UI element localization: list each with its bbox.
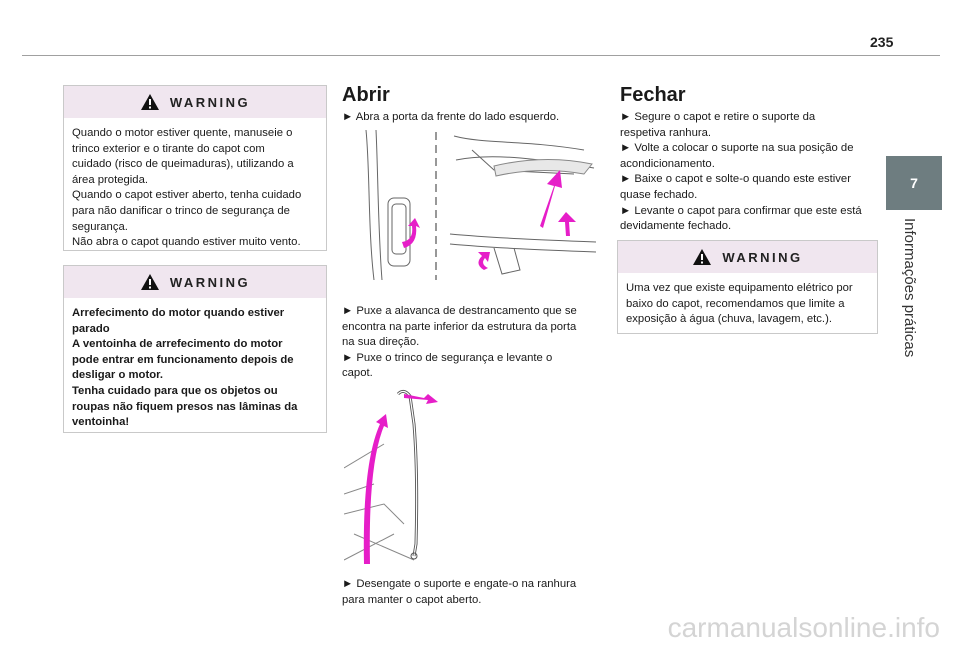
text-line: ► Abra a porta da frente do lado esquerd… [342, 111, 560, 123]
text-line: Arrefecimento do motor quando estiver [72, 307, 285, 319]
hood-prop-rod-illustration [344, 389, 438, 564]
text-line: segurança. [72, 220, 128, 233]
text-line: ► Puxe o trinco de segurança e levante o [342, 351, 553, 364]
warning-heading: WARNING [169, 274, 251, 290]
hood-release-illustration [365, 130, 596, 280]
open-title: Abrir [342, 84, 390, 106]
text-line: para não danificar o trinco de segurança… [72, 204, 290, 217]
text-line: roupas não fiquem presos nas lâminas da [72, 400, 298, 413]
text-line: quase fechado. [620, 188, 698, 201]
text-line: para manter o capot aberto. [342, 593, 482, 606]
warning-heading: WARNING [169, 94, 251, 110]
text-line: ventoinha! [72, 416, 130, 429]
open-step-3: ► Desengate o suporte e engate-o na ranh… [342, 577, 596, 608]
text-line: Quando o motor estiver quente, manuseie … [72, 127, 293, 139]
text-line: parado [72, 322, 110, 335]
text-line: ► Puxe a alavanca de destrancamento que … [342, 305, 577, 317]
text-line: ► Levante o capot para confirmar que est… [620, 204, 862, 217]
chapter-tab[interactable]: 7 [886, 156, 942, 210]
warning-triangle-icon [140, 94, 159, 110]
open-step-2: ► Puxe a alavanca de destrancamento que … [342, 304, 596, 382]
warning-text: Quando o motor estiver quente, manuseie … [64, 118, 326, 257]
text-line: devidamente fechado. [620, 220, 732, 233]
text-line: Não abra o capot quando estiver muito ve… [72, 236, 301, 249]
text-line: na sua direção. [342, 336, 420, 349]
watermark: carmanualsonline.info [667, 612, 940, 643]
text-line: pode entrar em funcionamento depois de [72, 353, 294, 366]
warning-text: Uma vez que existe equipamento elétrico … [618, 273, 877, 334]
warning-hot-engine: WARNING Quando o motor estiver quente, m… [63, 85, 327, 251]
warning-heading: WARNING [722, 249, 803, 265]
close-steps: ► Segure o capot e retire o suporte da r… [620, 110, 878, 235]
warning-electrical: WARNING Uma vez que existe equipamento e… [617, 240, 878, 334]
warning-cooling-fan: WARNING Arrefecimento do motor quando es… [63, 265, 327, 433]
warning-header: WARNING [618, 241, 877, 273]
warning-header: WARNING [64, 86, 326, 118]
text-line: Quando o capot estiver aberto, tenha cui… [72, 189, 302, 202]
close-title: Fechar [620, 84, 686, 106]
text-line: A ventoinha de arrefecimento do motor [72, 338, 283, 351]
warning-triangle-icon [693, 249, 712, 265]
open-step-1: ► Abra a porta da frente do lado esquerd… [342, 110, 592, 126]
page-number: 235 [870, 34, 894, 50]
text-line: capot. [342, 367, 373, 380]
text-line: encontra na parte inferior da estrutura … [342, 320, 577, 333]
chapter-title: Informações práticas [901, 218, 918, 358]
text-line: ► Segure o capot e retire o suporte da [620, 111, 816, 123]
text-line: baixo do capot, recomendamos que limite … [626, 297, 845, 310]
text-line: área protegida. [72, 173, 148, 186]
text-line: cuidado (risco de queimaduras), utilizan… [72, 158, 294, 171]
text-line: desligar o motor. [72, 369, 164, 382]
text-line: ► Baixe o capot e solte-o quando este es… [620, 173, 851, 186]
text-line: acondicionamento. [620, 157, 715, 170]
text-line: Uma vez que existe equipamento elétrico … [626, 282, 853, 294]
text-line: ► Volte a colocar o suporte na sua posiç… [620, 142, 854, 155]
chapter-number: 7 [910, 175, 918, 191]
warning-text: Arrefecimento do motor quando estiver pa… [64, 298, 326, 437]
text-line: trinco exterior e o tirante do capot com [72, 142, 265, 155]
text-line: ► Desengate o suporte e engate-o na ranh… [342, 578, 577, 590]
text-line: exposição à água (chuva, lavagem, etc.). [626, 313, 832, 326]
header-rule [22, 55, 940, 56]
text-line: Tenha cuidado para que os objetos ou [72, 384, 278, 397]
warning-header: WARNING [64, 266, 326, 298]
warning-triangle-icon [140, 274, 159, 290]
text-line: respetiva ranhura. [620, 126, 712, 139]
